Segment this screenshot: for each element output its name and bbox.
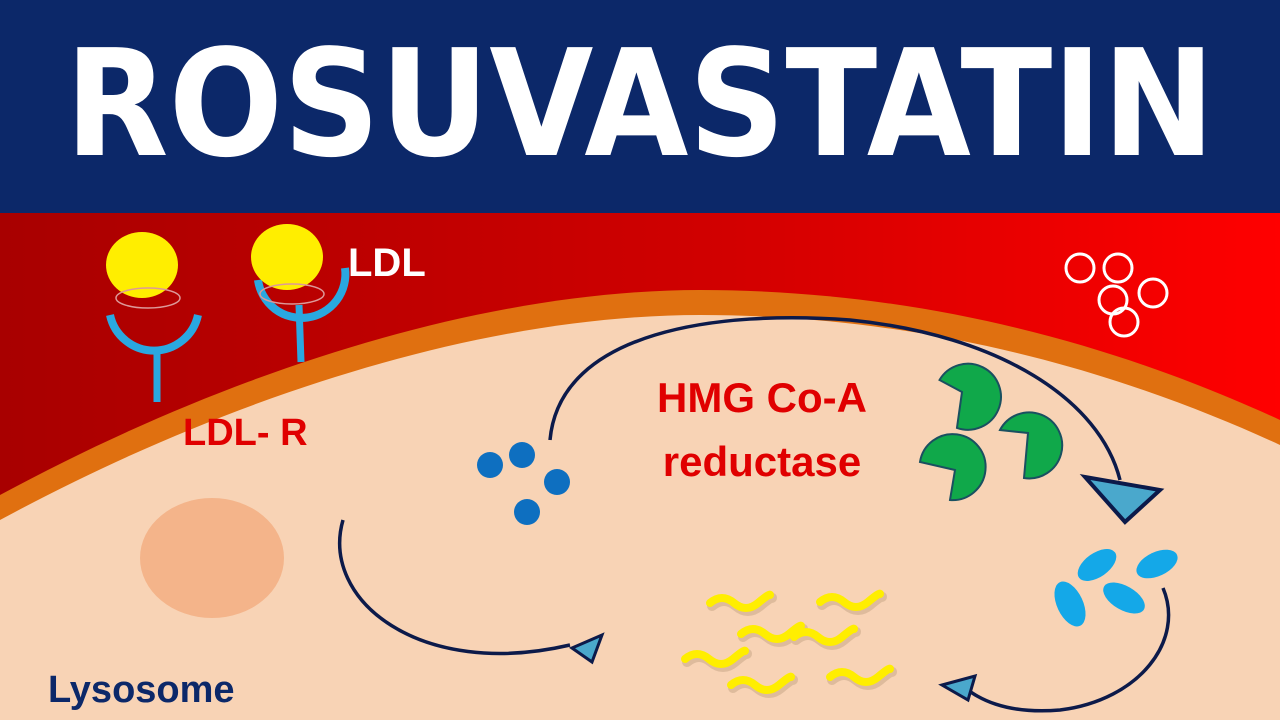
ldl-particle xyxy=(251,224,323,290)
enzyme-label-line1: HMG Co-A xyxy=(657,374,867,421)
enzyme-label-line2: reductase xyxy=(663,438,861,485)
hmg-coa-reductase-enzymes xyxy=(918,362,1064,502)
arrowhead-icon xyxy=(1079,474,1165,525)
free-ldl-particles xyxy=(1064,252,1169,338)
ldl-label: LDL xyxy=(348,241,426,285)
cholesterol-molecules xyxy=(681,589,897,698)
ldl-particle xyxy=(106,232,178,298)
arrowhead-icon xyxy=(938,673,978,703)
title-bar xyxy=(0,0,1280,213)
acetyl-coa-dots xyxy=(477,442,570,525)
ldl-receptor-1 xyxy=(106,232,202,402)
lysosome xyxy=(140,498,284,618)
page-title: ROSUVASTATIN xyxy=(65,18,1215,190)
ldl-receptor-label: LDL- R xyxy=(183,412,308,454)
lysosome-label: Lysosome xyxy=(48,669,235,711)
mevalonate-particles xyxy=(1054,549,1178,627)
arrowhead-icon xyxy=(568,632,605,665)
arrow-to-enzyme-product xyxy=(548,315,1122,481)
ldl-receptor-2 xyxy=(251,224,350,363)
arrow-from-lysosome xyxy=(337,519,571,656)
pathway-arrows xyxy=(337,315,1171,713)
arrow-return xyxy=(963,587,1171,713)
